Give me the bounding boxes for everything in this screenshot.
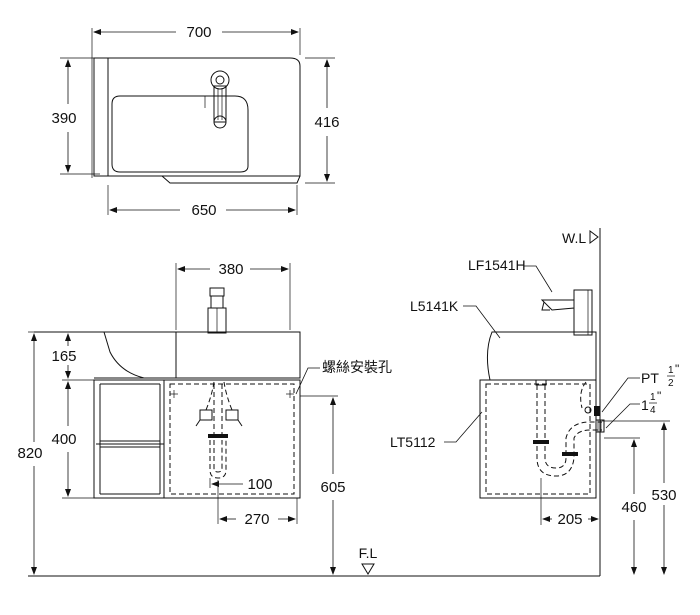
supply-size-num: 1 [668,365,674,376]
cabinet-side [479,379,597,499]
supply-valve-side [580,381,600,416]
dim-trap-offset: 100 [209,476,273,493]
water-level-label: W.L [562,230,586,246]
front-view: 380 [17,261,392,575]
dim-text-100: 100 [247,476,272,493]
drain-size-unit: " [657,389,661,403]
floor-level-marker: F.L [359,545,378,575]
drain-side [533,379,605,477]
faucet-top-icon [210,70,230,129]
dim-top-width: 700 [93,24,299,41]
dim-cabinet-width: 650 [109,202,296,219]
dim-text-650: 650 [191,202,216,219]
cabinet-model-callout: LT5112 [390,411,483,450]
basin-top-outline [93,57,301,177]
dim-total-height: 820 [17,333,43,575]
basin-bowl [111,95,249,173]
cabinet-front [93,379,301,499]
faucet-model-label: LF1541H [468,257,526,273]
supply-hoses [195,381,243,427]
supply-size-unit: " [675,362,679,376]
dim-faucet-center: 380 [177,261,289,278]
dim-text-380: 380 [218,261,243,278]
top-view: 700 390 416 650 [51,24,339,219]
dim-text-165: 165 [51,348,76,365]
dim-text-390: 390 [51,110,76,127]
mounting-hole-label: 螺絲安裝孔 [322,359,392,375]
dim-drain-height: 460 [604,437,647,575]
basin-side [486,331,597,381]
dim-text-205: 205 [557,511,582,528]
dim-cabinet-height: 400 [51,381,77,497]
drain-size-num: 1 [650,392,656,403]
basin-model-label: L5141K [410,298,459,314]
dim-supply-height: 530 [602,420,677,575]
supply-label: PT [641,370,659,386]
drain-size-callout: 1 1 4 " [605,389,661,429]
dim-top-depth-left: 390 [51,59,77,173]
dim-text-820: 820 [17,445,42,462]
basin-model-callout: L5141K [410,298,501,339]
dim-text-400: 400 [51,431,76,448]
side-view: W.L [390,228,679,576]
dim-wall-offset: 205 [540,478,599,528]
floor-level-label: F.L [359,545,378,561]
dim-basin-height: 165 [51,333,77,379]
supply-size-den: 2 [668,378,674,389]
dim-text-460: 460 [621,499,646,516]
drain-size-den: 4 [650,405,656,416]
dim-cabinet-mount: 605 [300,395,346,575]
drain-size-whole: 1 [641,397,649,413]
dim-text-605: 605 [320,479,345,496]
faucet-front-icon [207,287,227,334]
faucet-side-icon [540,289,593,336]
supply-size-callout: PT 1 2 " [601,362,679,413]
dim-text-416: 416 [314,114,339,131]
trap-front [208,384,228,479]
cabinet-model-label: LT5112 [390,434,436,450]
dim-drain-offset: 270 [217,480,298,528]
dim-text-530: 530 [651,487,676,504]
dim-text-270: 270 [244,511,269,528]
dim-text-700: 700 [186,24,211,41]
water-level-marker: W.L [562,230,599,246]
faucet-model-callout: LF1541H [468,257,553,293]
dim-top-depth-right: 416 [314,59,340,182]
